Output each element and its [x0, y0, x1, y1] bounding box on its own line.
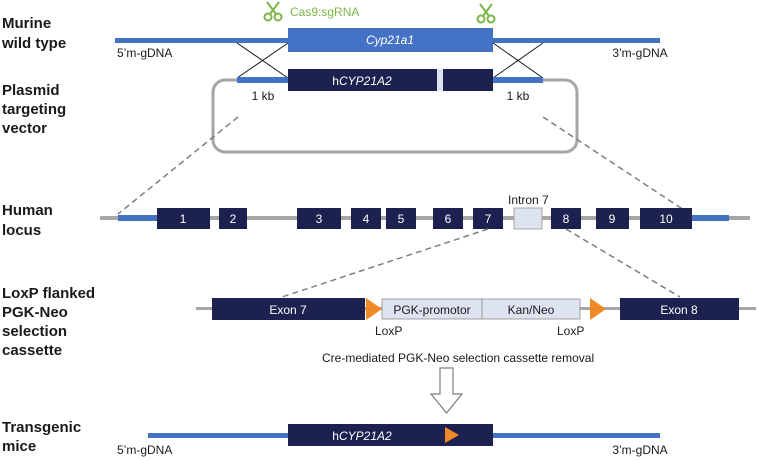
pgk-promotor-label: PGK-promotor: [393, 303, 470, 317]
exon-7-label: 7: [485, 212, 492, 226]
kan-neo-label: Kan/Neo: [508, 303, 555, 317]
cre-removal-text: Cre-mediated PGK-Neo selection cassette …: [322, 351, 594, 365]
loxp-right-triangle: [590, 298, 606, 320]
intron7-label: Intron 7: [508, 193, 549, 207]
exon-5: 5: [386, 208, 416, 229]
kan-neo-box: [481, 298, 581, 320]
exon-8: 8: [551, 208, 581, 229]
transgenic-3prime-label: 3’m-gDNA: [612, 443, 667, 457]
exon-6: 6: [433, 208, 463, 229]
exon-10-label: 10: [659, 212, 673, 226]
row-label-transgenic: Transgenic mice: [2, 419, 81, 455]
row-label-murine: Murine wild type: [1, 15, 66, 52]
exon-7: 7: [473, 208, 503, 229]
row-label-loxp: LoxP flanked PGK-Neo selection cassette: [2, 285, 95, 359]
zoom-lines-lower: [281, 228, 681, 298]
scissors-icon: [263, 1, 283, 22]
exon-10: 10: [640, 208, 692, 229]
exon-3: 3: [297, 208, 341, 229]
exon-6-label: 6: [445, 212, 452, 226]
plasmid-left-kb: 1 kb: [252, 89, 275, 103]
exon-1-label: 1: [180, 212, 187, 226]
human-locus-row: Intron 7 1 2 3 4 5 6 7 8 9 10: [100, 193, 750, 230]
label-loxp-line3: selection: [2, 323, 67, 340]
zoom-lines-upper: [117, 116, 691, 215]
murine-5prime-label: 5’m-gDNA: [117, 46, 172, 60]
scissors-icon: [476, 3, 496, 24]
transgenic-loxp-triangle: [445, 427, 459, 443]
cassette-exon8-label: Exon 8: [660, 303, 698, 317]
down-arrow-icon: [429, 367, 464, 414]
label-transgenic-line1: Transgenic: [2, 419, 81, 436]
murine-gene-box: [288, 28, 493, 52]
human-locus-line: [100, 216, 750, 220]
plasmid-right-arm: [493, 77, 543, 83]
label-murine-line1: Murine: [2, 15, 51, 32]
plasmid-right-kb: 1 kb: [507, 89, 530, 103]
label-plasmid-line3: vector: [2, 120, 47, 137]
row-label-plasmid: Plasmid targeting vector: [2, 82, 66, 137]
murine-gene-label: Cyp21a1: [366, 33, 414, 47]
label-human-line1: Human: [2, 202, 53, 219]
loxp-left-triangle: [366, 298, 382, 320]
label-plasmid-line1: Plasmid: [2, 82, 60, 99]
exon-4: 4: [351, 208, 381, 229]
crossover-lines: [236, 42, 544, 79]
exon-8-label: 8: [563, 212, 570, 226]
exon-4-label: 4: [363, 212, 370, 226]
plasmid-gene-insert: [437, 69, 443, 91]
plasmid-gene-label: hCYP21A2: [332, 74, 392, 88]
transgenic-gene-box: [288, 424, 493, 446]
transgenic-row: hCYP21A2 5’m-gDNA 3’m-gDNA: [117, 424, 668, 457]
loxp-right-label: LoxP: [557, 324, 584, 338]
transgenic-5prime-label: 5’m-gDNA: [117, 443, 172, 457]
transgenic-gene-label: hCYP21A2: [332, 429, 392, 443]
cas9-sgrna-label: Cas9:sgRNA: [290, 5, 359, 19]
human-left-flank: [118, 215, 158, 221]
label-loxp-line1: LoxP flanked: [2, 285, 95, 302]
cassette-exon8-box: [620, 298, 739, 320]
row-label-human: Human locus: [2, 202, 53, 239]
cassette-exon7-box: [212, 298, 365, 320]
cassette-exon7-label: Exon 7: [269, 303, 307, 317]
murine-row: Cyp21a1 5’m-gDNA 3’m-gDNA Cas9:sgRNA: [115, 1, 668, 60]
murine-3prime-label: 3’m-gDNA: [612, 46, 667, 60]
plasmid-left-arm: [237, 77, 289, 83]
intron7-box: [513, 207, 543, 230]
loxp-left-label: LoxP: [375, 324, 402, 338]
label-plasmid-line2: targeting: [2, 101, 66, 118]
label-loxp-line4: cassette: [2, 342, 62, 359]
label-loxp-line2: PGK-Neo: [2, 304, 68, 321]
cassette-row: Exon 7 PGK-promotor Kan/Neo Exon 8 LoxP …: [196, 298, 756, 338]
label-murine-line2: wild type: [1, 35, 66, 52]
exon-9: 9: [596, 208, 629, 229]
human-right-flank: [692, 215, 729, 221]
exon-5-label: 5: [398, 212, 405, 226]
exon-2: 2: [219, 208, 247, 229]
label-human-line2: locus: [2, 222, 41, 239]
exon-1: 1: [157, 208, 210, 229]
label-transgenic-line2: mice: [2, 438, 36, 455]
exon-9-label: 9: [609, 212, 616, 226]
exon-3-label: 3: [316, 212, 323, 226]
exon-2-label: 2: [230, 212, 237, 226]
plasmid-row: hCYP21A2 1 kb 1 kb: [211, 69, 579, 154]
